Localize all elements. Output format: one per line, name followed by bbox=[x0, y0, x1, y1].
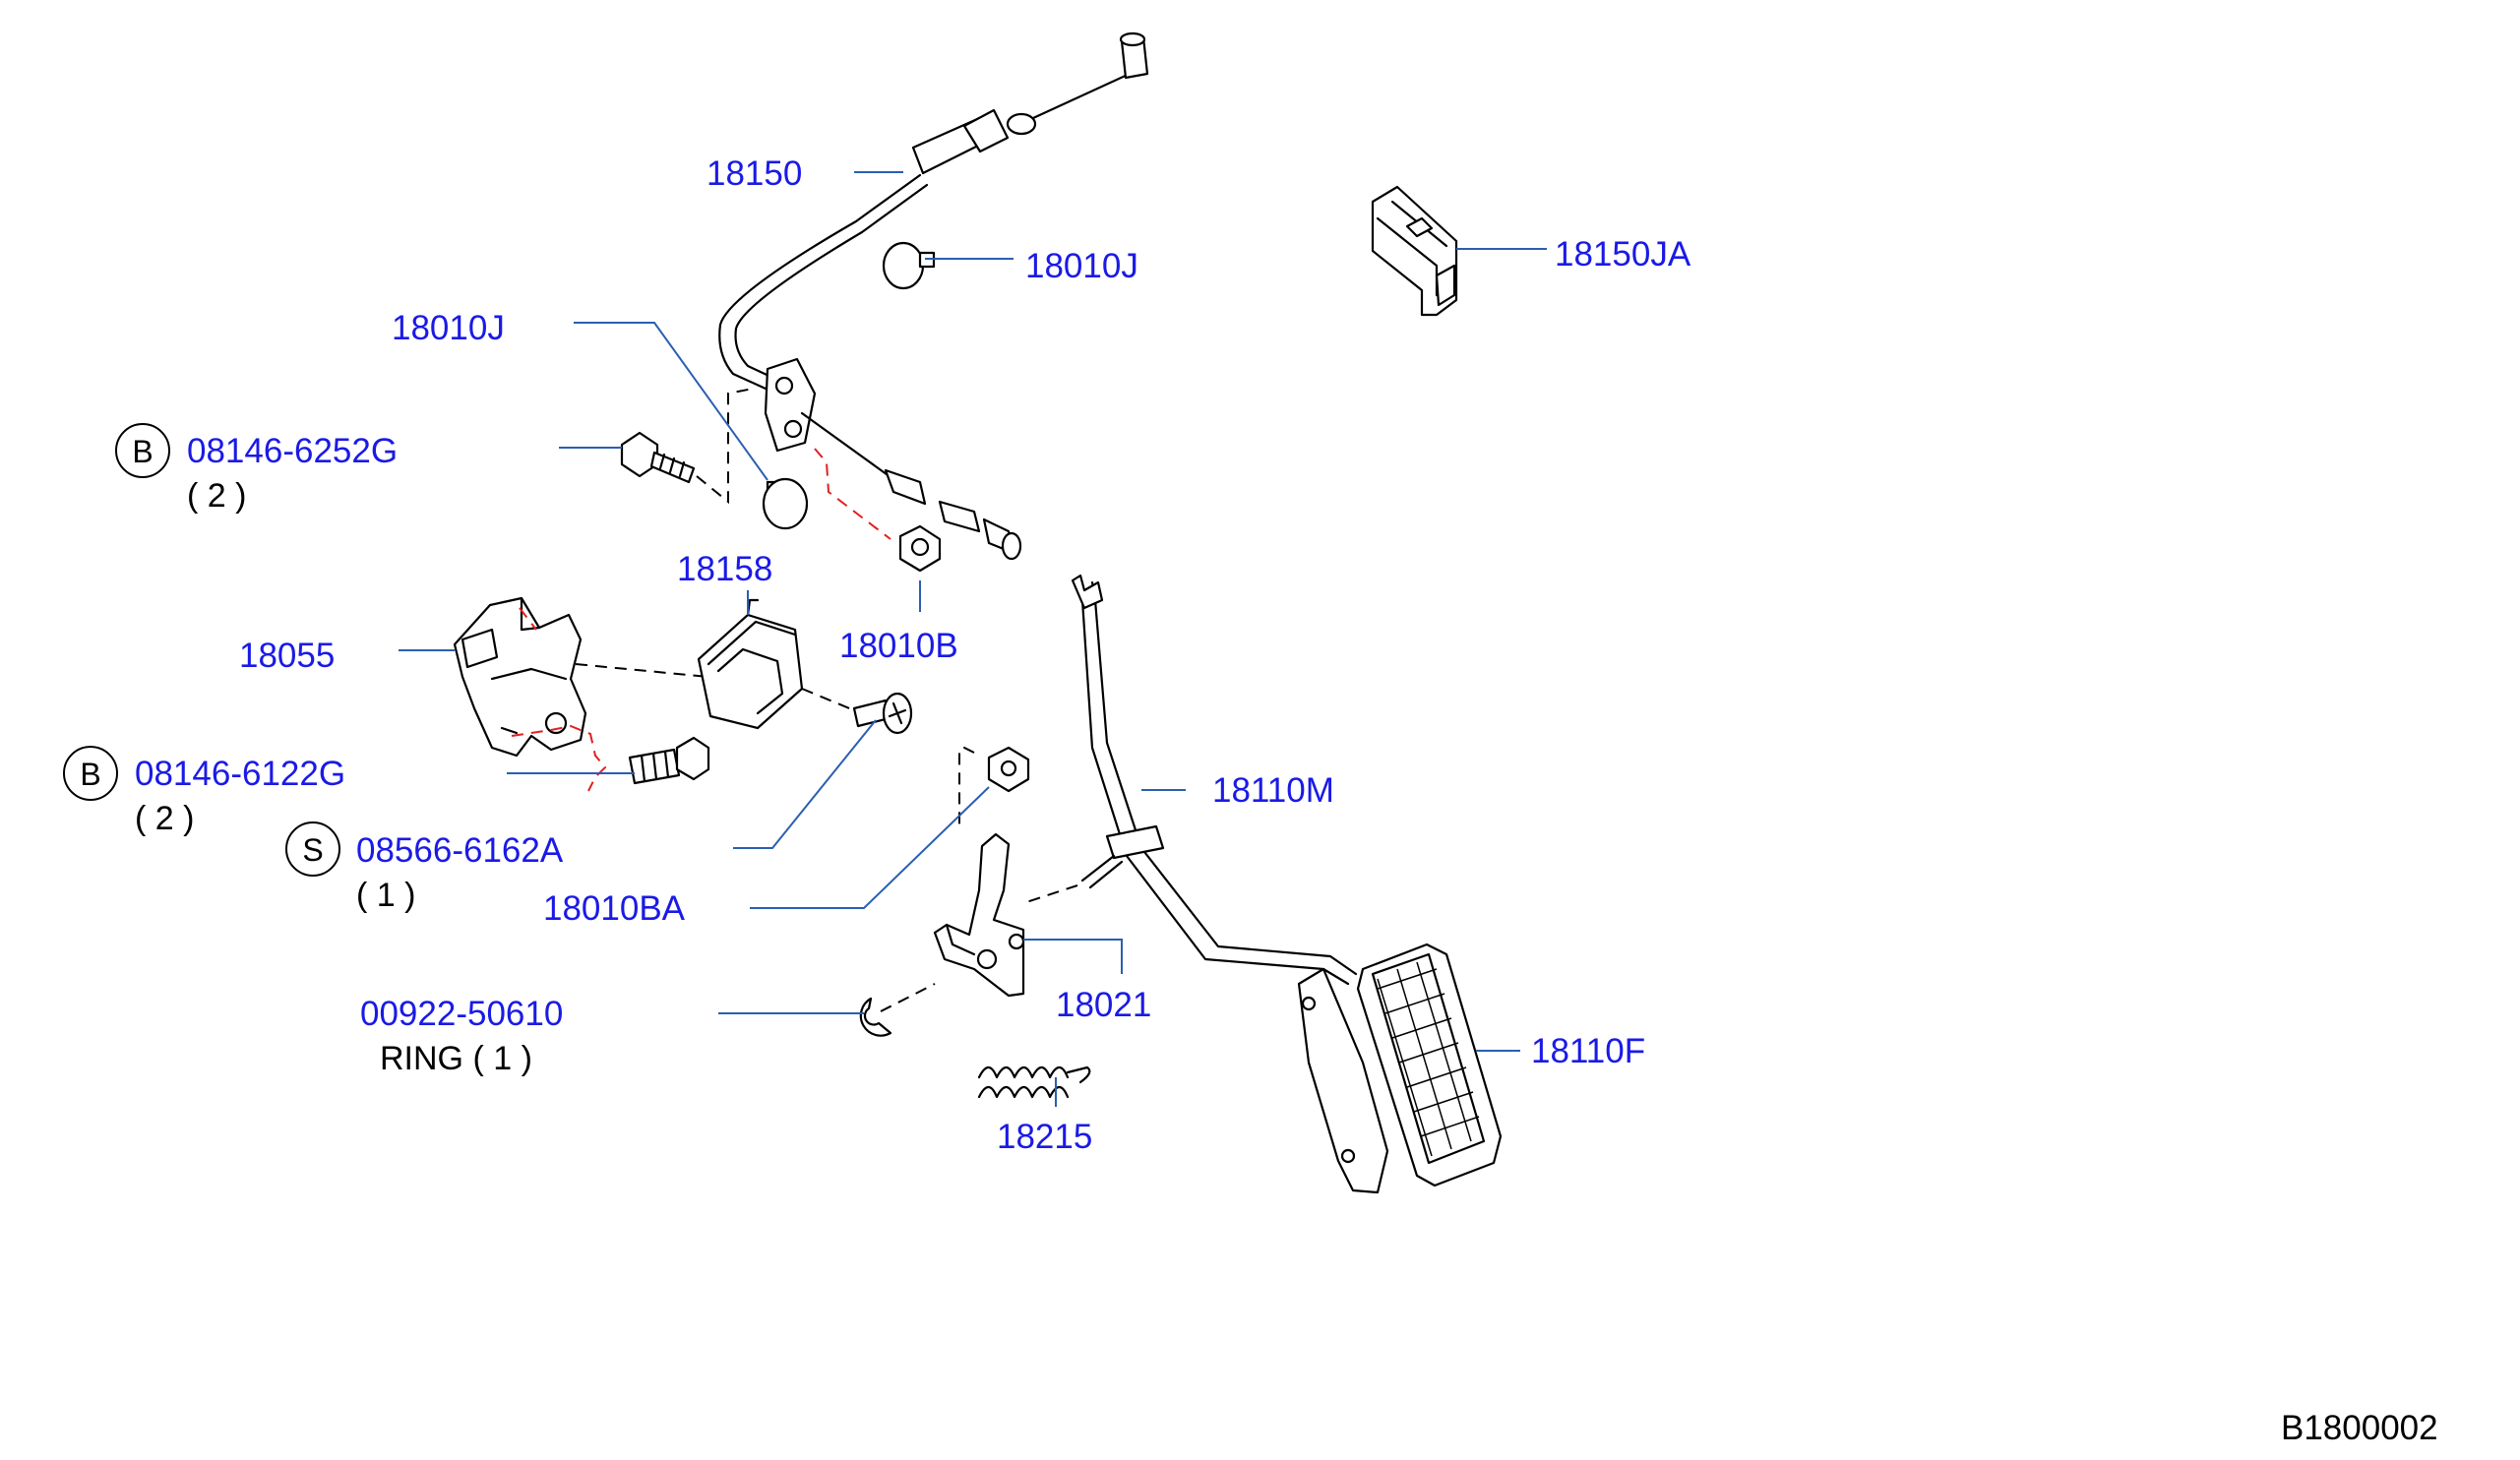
part-label-18215: 18215 bbox=[997, 1118, 1092, 1156]
clip-icon bbox=[882, 241, 936, 290]
part-qty-08146-6252g: ( 2 ) bbox=[187, 477, 246, 515]
part-label-18010ba: 18010BA bbox=[543, 889, 686, 928]
nut-icon bbox=[898, 524, 942, 573]
part-label-08566-6162a: 08566-6162A bbox=[356, 831, 564, 870]
stopper-icon bbox=[697, 598, 804, 730]
part-label-18150: 18150 bbox=[707, 154, 802, 193]
part-qty-08146-6122g: ( 2 ) bbox=[135, 800, 194, 837]
screw-icon bbox=[852, 692, 913, 735]
part-label-18010j-lower: 18010J bbox=[392, 309, 505, 347]
part-label-00922-50610: 00922-50610 bbox=[360, 995, 563, 1033]
part-sub-ring: RING ( 1 ) bbox=[380, 1040, 532, 1077]
part-label-18150ja: 18150JA bbox=[1555, 235, 1691, 274]
bolt-icon bbox=[620, 431, 696, 484]
pedal-lever-icon bbox=[1071, 574, 1389, 1194]
accelerator-cable-icon bbox=[718, 31, 1149, 561]
svg-text:B: B bbox=[80, 757, 100, 792]
part-qty-08566-6162a: ( 1 ) bbox=[356, 877, 415, 914]
lever-icon bbox=[933, 832, 1025, 998]
badge-s-1: S bbox=[285, 821, 340, 877]
svg-text:S: S bbox=[302, 832, 323, 868]
return-spring-icon bbox=[977, 1065, 1091, 1099]
part-label-18021: 18021 bbox=[1056, 986, 1151, 1024]
cable-clip-icon bbox=[1371, 185, 1458, 317]
clip-icon bbox=[762, 477, 809, 530]
part-label-18110f: 18110F bbox=[1531, 1032, 1645, 1070]
part-label-18110m: 18110M bbox=[1212, 771, 1334, 810]
part-label-08146-6252g: 08146-6252G bbox=[187, 432, 398, 470]
part-label-18055: 18055 bbox=[239, 637, 335, 675]
bracket-icon bbox=[453, 596, 587, 758]
nut-icon bbox=[987, 746, 1030, 793]
part-label-08146-6122g: 08146-6122G bbox=[135, 755, 345, 793]
bolt-icon bbox=[628, 736, 710, 785]
badge-b-1: B bbox=[115, 423, 170, 478]
svg-text:B: B bbox=[132, 434, 153, 469]
part-label-18010j-upper: 18010J bbox=[1025, 247, 1138, 285]
part-label-18158: 18158 bbox=[677, 550, 772, 588]
diagram-reference-code: B1800002 bbox=[2281, 1409, 2438, 1447]
pedal-pad-icon bbox=[1356, 943, 1503, 1187]
e-ring-icon bbox=[859, 997, 892, 1037]
badge-b-2: B bbox=[63, 746, 118, 801]
part-label-18010b: 18010B bbox=[839, 627, 958, 665]
